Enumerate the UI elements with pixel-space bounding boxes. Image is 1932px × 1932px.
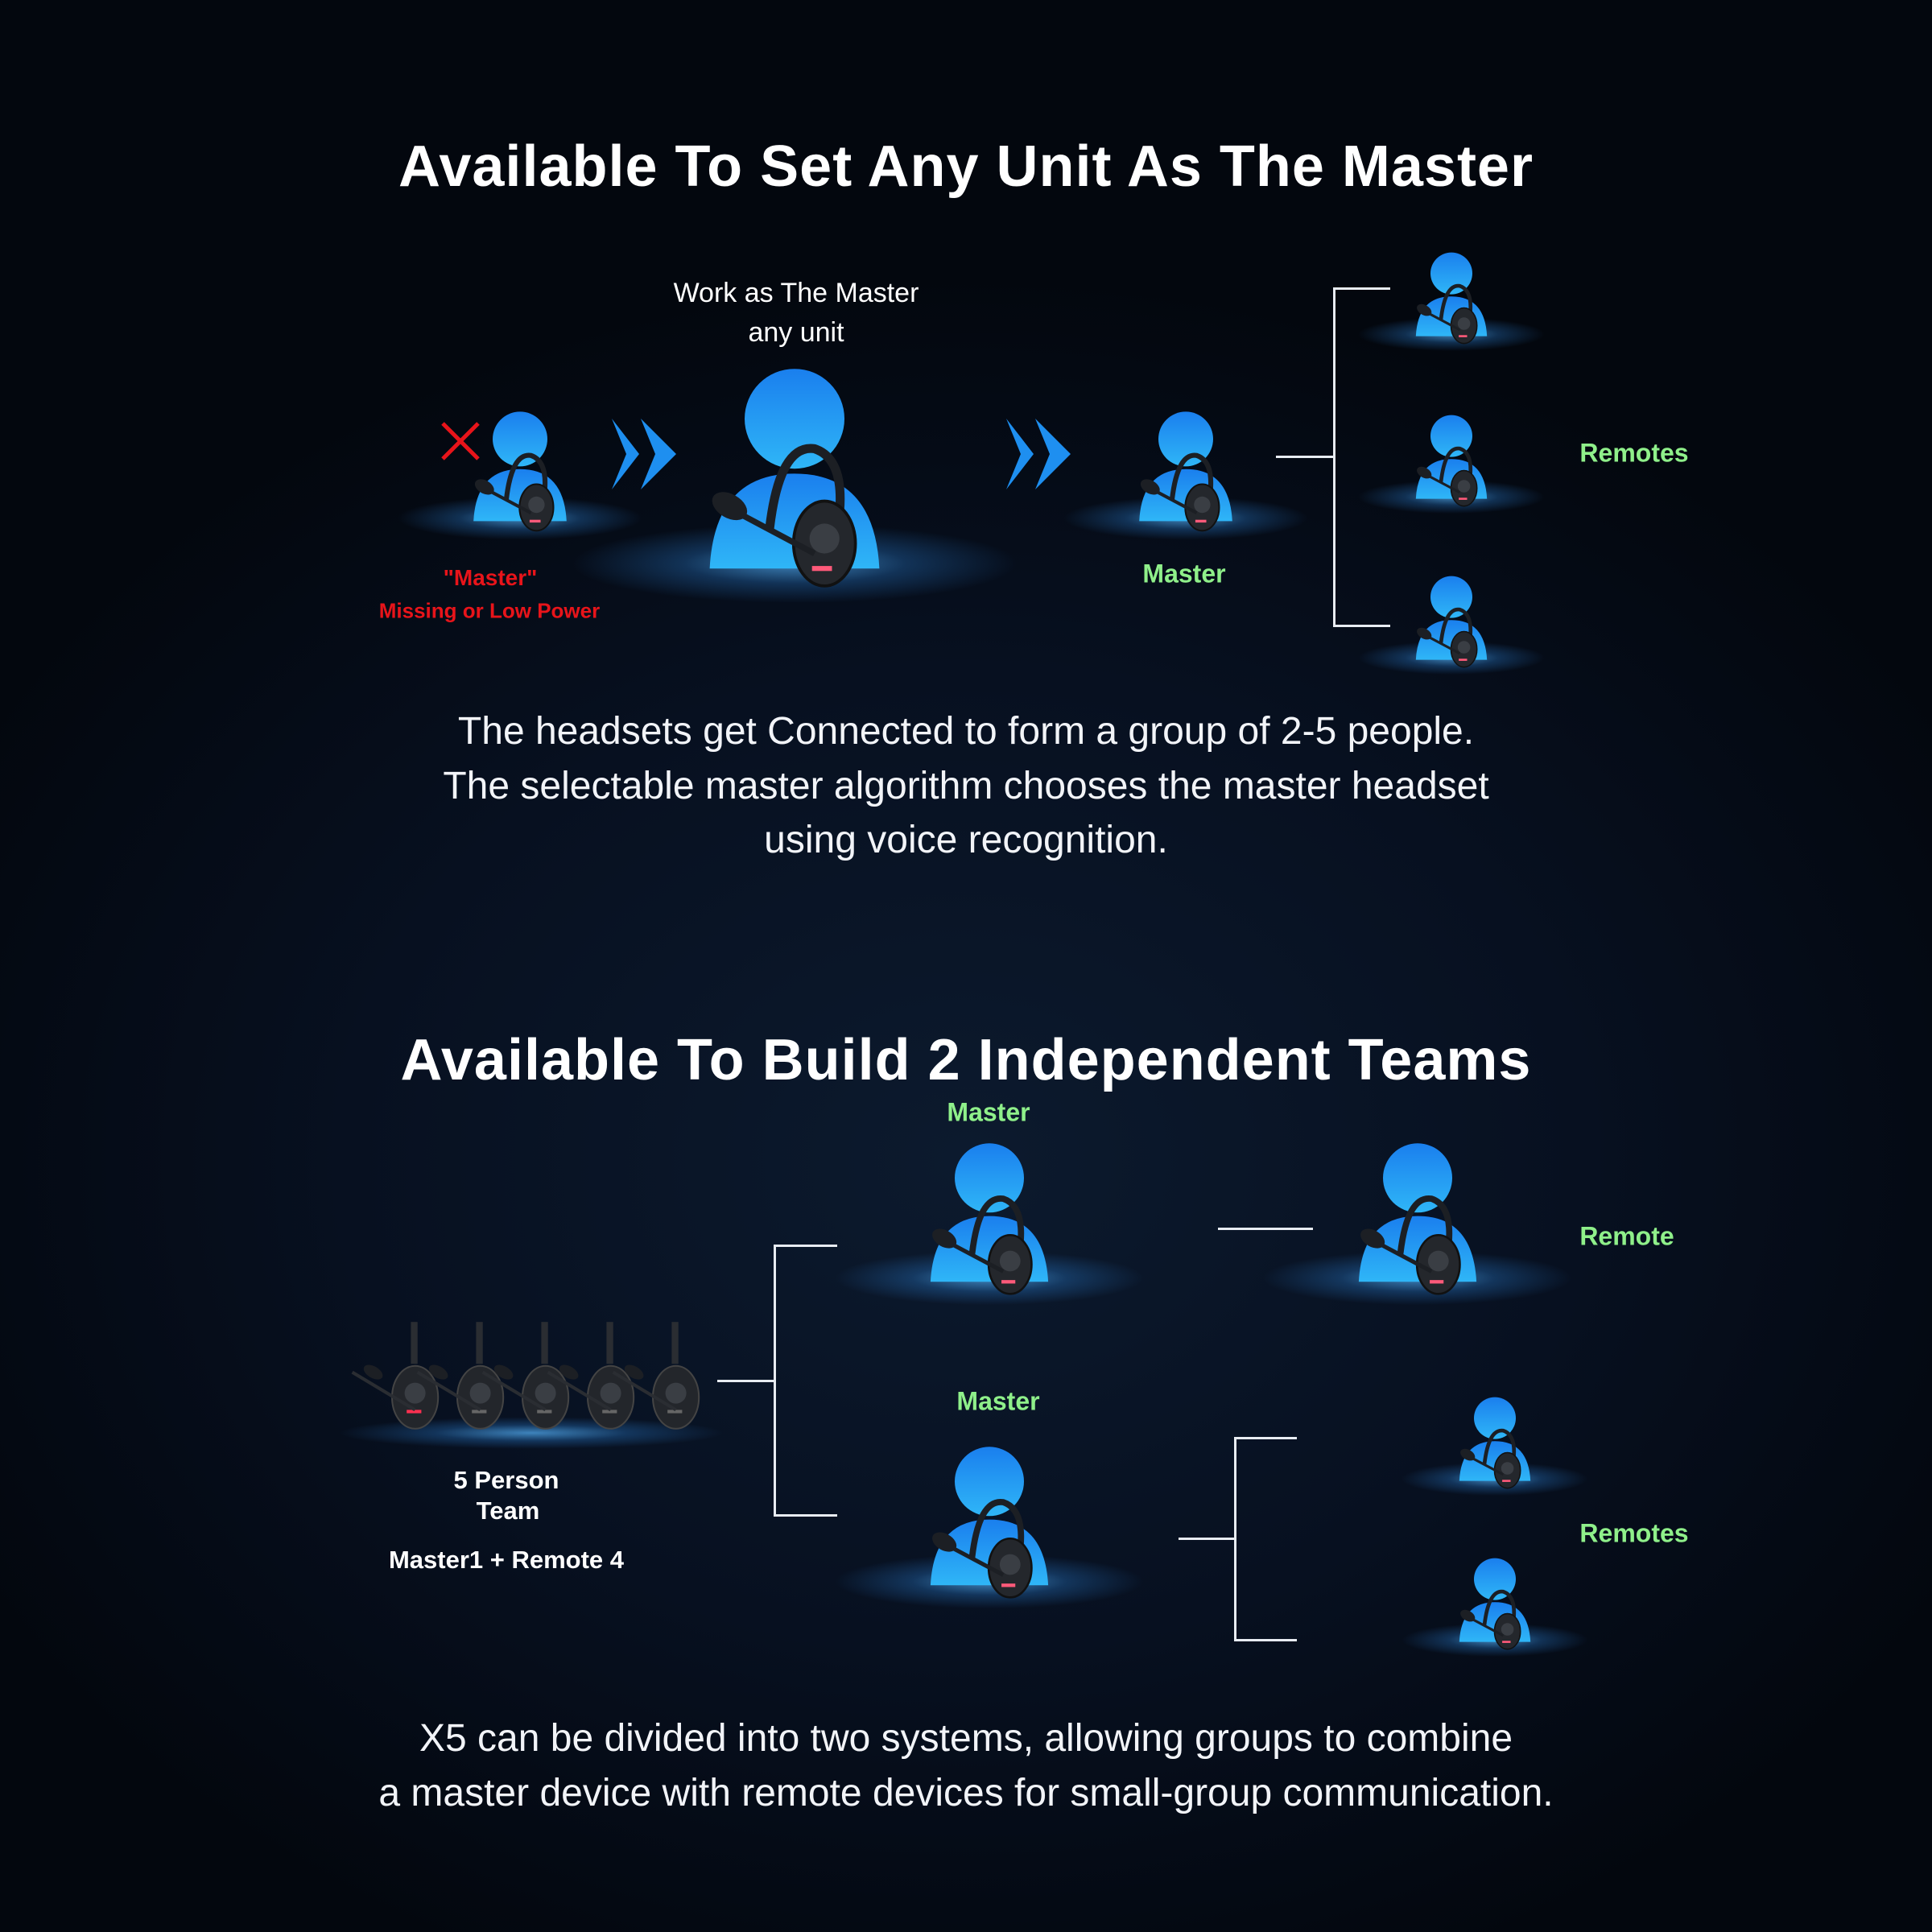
person-with-headset-icon — [1415, 576, 1488, 668]
connector-line — [1333, 625, 1390, 627]
connector-line — [1218, 1228, 1313, 1230]
person-with-headset-icon — [1358, 1142, 1477, 1295]
connector-line — [717, 1380, 774, 1382]
connector-line — [1333, 287, 1390, 290]
person-with-headset-icon — [473, 411, 567, 531]
work-caption-line2: any unit — [748, 317, 844, 348]
x-mark-icon — [441, 422, 480, 460]
headset-icon — [612, 1322, 700, 1430]
team-composition: Master1 + Remote 4 — [388, 1546, 625, 1574]
person-with-headset-icon — [930, 1446, 1049, 1599]
connector-line — [1179, 1538, 1236, 1540]
remotes-label: Remotes — [1579, 438, 1689, 468]
section1-title: Available To Set Any Unit As The Master — [398, 134, 1534, 199]
headset-icon — [481, 1322, 570, 1430]
connector-line — [1234, 1437, 1236, 1641]
person-with-headset-icon — [1459, 1397, 1531, 1489]
work-caption-line1: Work as The Master — [673, 278, 919, 308]
failed-master-reason: Missing or Low Power — [378, 598, 601, 623]
connector-line — [1333, 287, 1335, 626]
team1-master-label: Master — [947, 1097, 1030, 1127]
connector-line — [1276, 456, 1334, 458]
person-with-headset-icon — [709, 368, 880, 588]
person-with-headset-icon — [1415, 252, 1488, 345]
headset-icon — [351, 1322, 440, 1430]
connector-line — [1234, 1639, 1297, 1641]
connector-line — [1234, 1437, 1297, 1439]
section1-description-line: The headsets get Connected to form a gro… — [457, 710, 1475, 753]
team2-remotes-label: Remotes — [1579, 1518, 1689, 1548]
team1-remote-label: Remote — [1579, 1221, 1674, 1251]
section1-description-line: using voice recognition. — [764, 819, 1168, 861]
connector-line — [774, 1245, 776, 1516]
headset-icon — [547, 1322, 635, 1430]
person-with-headset-icon — [1415, 415, 1488, 507]
team2-master-label: Master — [956, 1386, 1040, 1416]
connector-line — [774, 1514, 837, 1517]
person-with-headset-icon — [1139, 411, 1232, 531]
person-with-headset-icon — [1459, 1558, 1531, 1650]
section2-description-line: a master device with remote devices for … — [378, 1772, 1554, 1814]
double-chevron-right-icon — [1006, 419, 1071, 489]
section2-title: Available To Build 2 Independent Teams — [400, 1028, 1532, 1092]
person-with-headset-icon — [930, 1142, 1049, 1295]
connector-line — [774, 1245, 837, 1247]
headset-icon — [416, 1322, 505, 1430]
section1-description-line: The selectable master algorithm chooses … — [443, 765, 1489, 807]
double-chevron-right-icon — [612, 419, 676, 489]
failed-master-label: "Master" — [443, 565, 538, 590]
master-label: Master — [1142, 559, 1226, 588]
team-label-line2: Team — [476, 1496, 540, 1525]
section2-description-line: X5 can be divided into two systems, allo… — [419, 1717, 1513, 1760]
team-label-line1: 5 Person — [453, 1466, 559, 1494]
